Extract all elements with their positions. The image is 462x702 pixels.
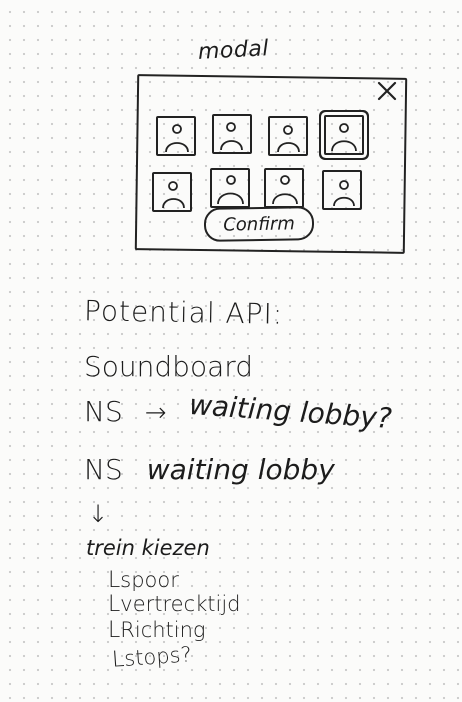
api-item-ns-to-lobby: NS → waiting lobby?: [84, 388, 392, 435]
elbow-icon: L: [108, 568, 121, 593]
api-item-soundboard: Soundboard: [84, 350, 254, 383]
avatar-option[interactable]: [212, 114, 252, 154]
waiting-lobby-label: waiting lobby: [146, 453, 335, 486]
ns-label: NS: [84, 453, 123, 486]
right-arrow-icon: →: [144, 398, 167, 428]
person-icon: [331, 123, 357, 152]
avatar-option[interactable]: [210, 168, 250, 208]
down-arrow-icon: ↓: [88, 500, 109, 528]
elbow-icon: L: [108, 592, 121, 617]
avatar-option[interactable]: [264, 168, 304, 208]
person-icon: [333, 180, 355, 207]
avatar-option-selected[interactable]: [324, 115, 364, 155]
sub-item-vertrecktijd: Lvertrecktijd: [108, 592, 241, 617]
elbow-icon: L: [108, 618, 121, 643]
person-icon: [165, 124, 189, 153]
confirm-button[interactable]: Confirm: [203, 206, 315, 242]
api-item-ns-lobby: NS waiting lobby: [84, 453, 335, 486]
trein-kiezen-label: trein kiezen: [86, 536, 210, 560]
waiting-lobby-question: waiting lobby?: [187, 387, 393, 436]
person-icon: [277, 125, 300, 153]
avatar-option[interactable]: [322, 170, 362, 210]
avatar-option[interactable]: [268, 116, 308, 156]
person-icon: [272, 175, 298, 205]
avatar-option[interactable]: [152, 172, 192, 212]
person-icon: [217, 175, 244, 205]
sub-item-stops: Lstops?: [111, 642, 193, 673]
person-icon: [220, 122, 243, 151]
person-icon: [162, 181, 185, 209]
modal-label: modal: [197, 36, 270, 65]
api-heading: Potential API:: [83, 294, 284, 331]
close-icon[interactable]: [376, 80, 398, 102]
sub-item-richting: LRichting: [108, 618, 206, 643]
sub-item-spoor: Lspoor: [108, 568, 179, 593]
ns-label: NS: [84, 395, 123, 428]
avatar-option[interactable]: [156, 116, 196, 156]
